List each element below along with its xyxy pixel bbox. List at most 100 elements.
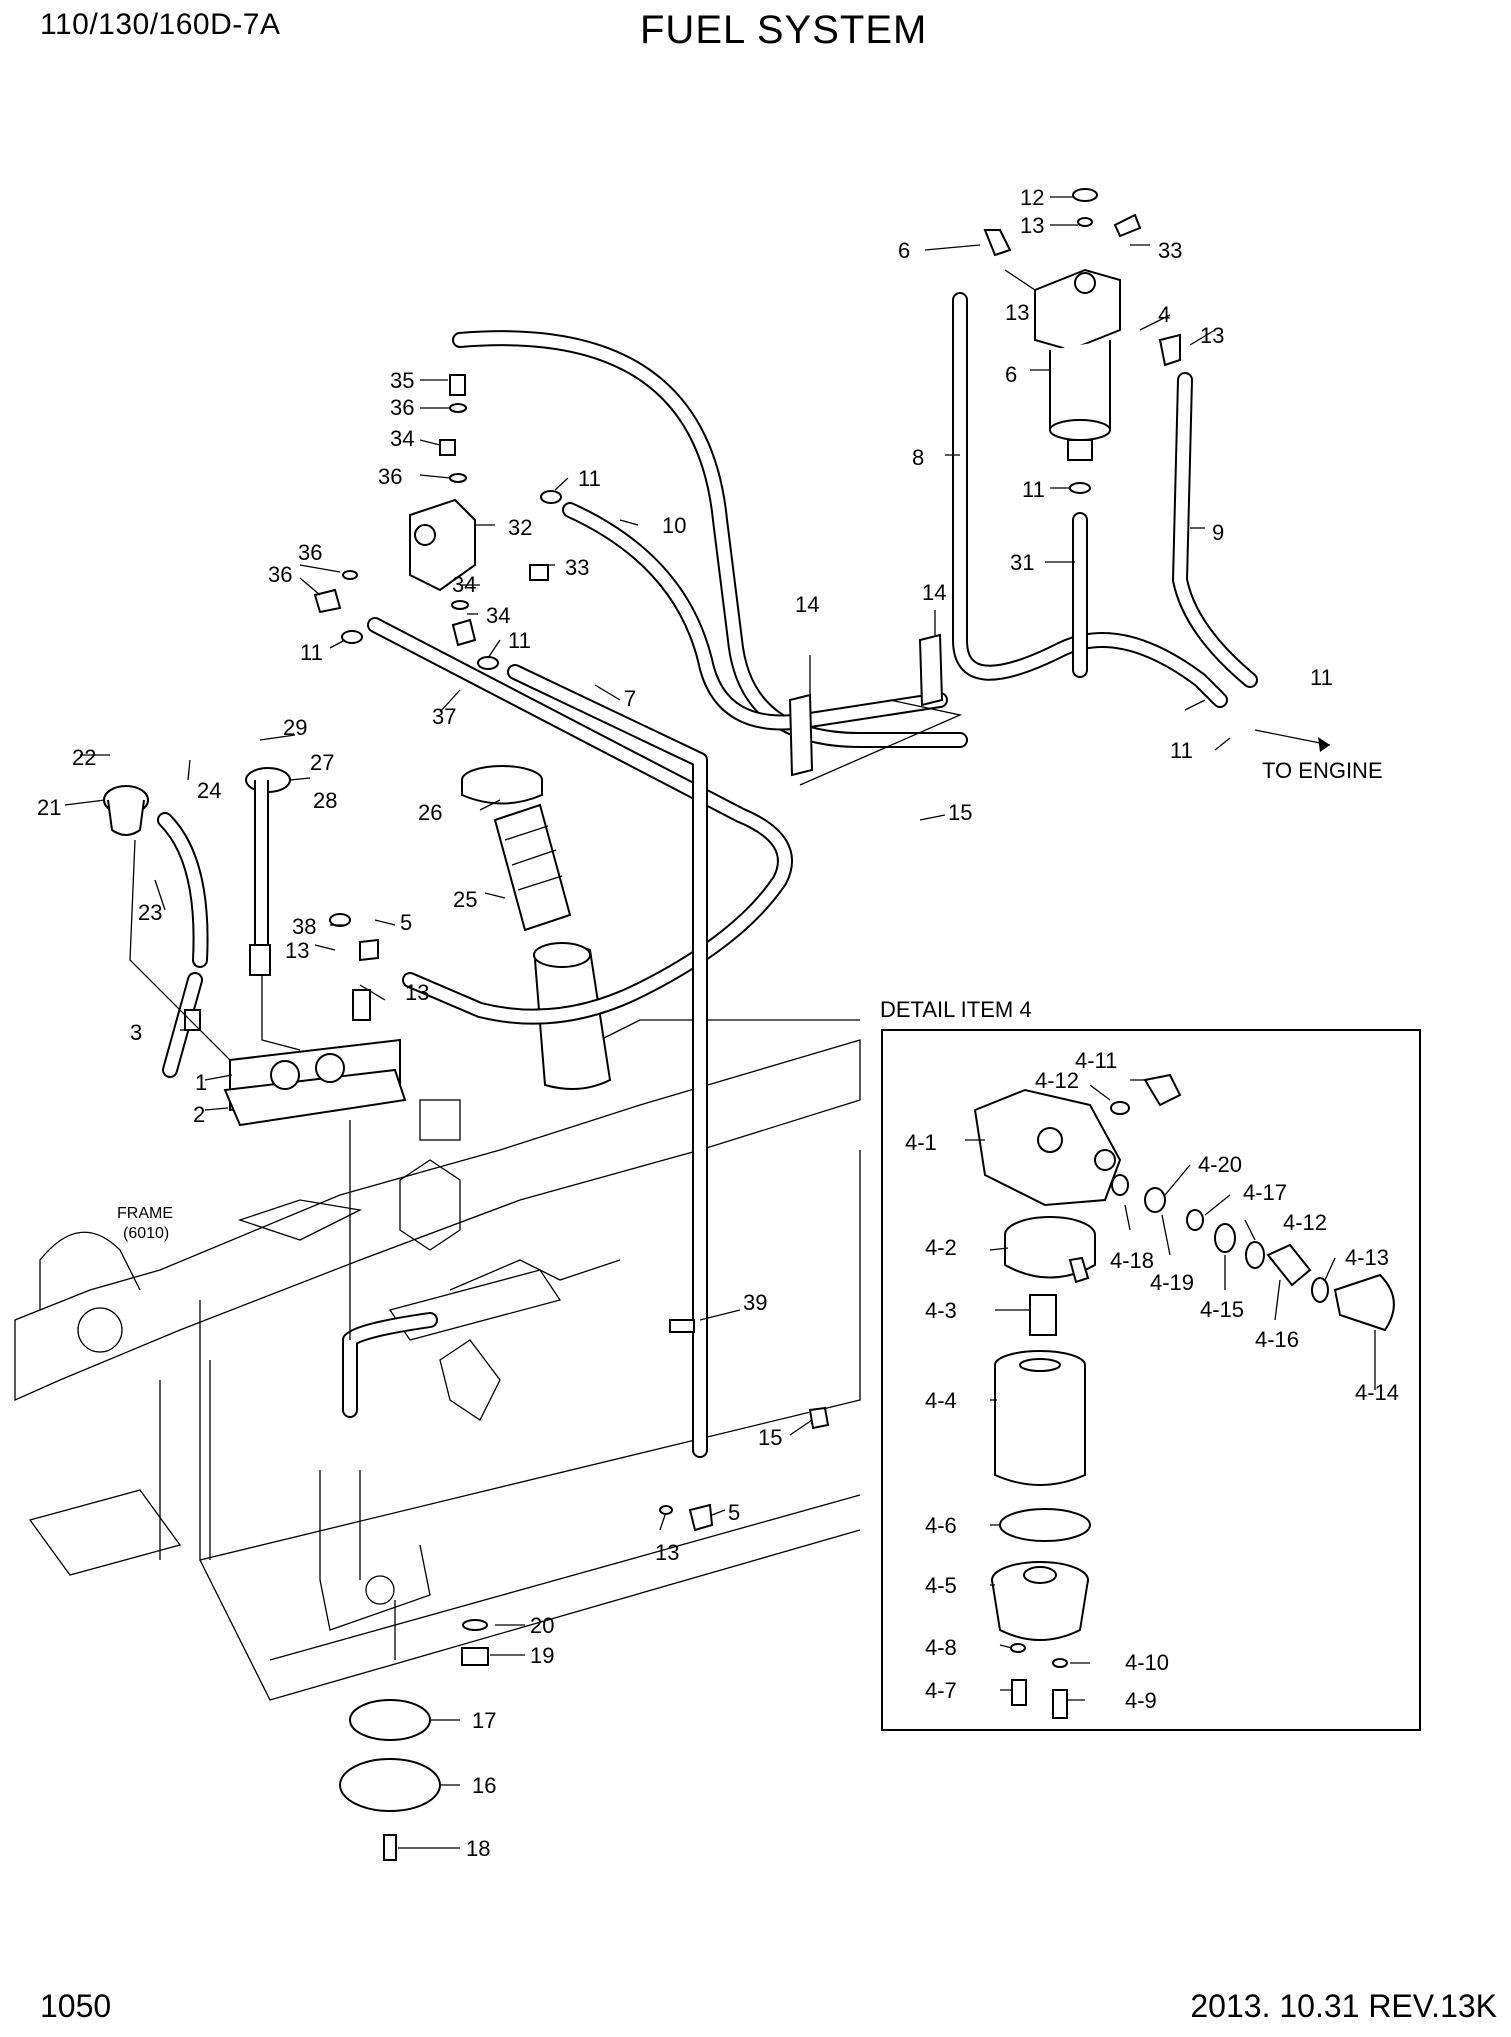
callout-18: 18 (466, 1836, 490, 1861)
callout-4: 4 (1158, 302, 1170, 327)
callout-11: 11 (1170, 738, 1193, 763)
frame-label: FRAME (117, 1205, 173, 1222)
callout-2: 2 (193, 1102, 205, 1127)
detail-callout-4-11: 4-11 (1075, 1048, 1117, 1073)
callout-35: 35 (390, 368, 414, 393)
callout-17: 17 (472, 1708, 496, 1733)
revision-date: 2013. 10.31 REV.13K (1190, 1988, 1497, 2024)
callout-33: 33 (565, 555, 589, 580)
page-number: 1050 (40, 1988, 112, 2024)
detail-callout-4-12: 4-12 (1283, 1210, 1327, 1235)
callout-15: 15 (758, 1425, 782, 1450)
detail-callout-4-12: 4-12 (1035, 1068, 1079, 1093)
arrow-head-icon (1318, 737, 1330, 752)
callout-9: 9 (1212, 520, 1224, 545)
detail-callout-4-19: 4-19 (1150, 1270, 1194, 1295)
callout-32: 32 (508, 515, 532, 540)
callout-13: 13 (1020, 213, 1044, 238)
detail-callout-4-17: 4-17 (1243, 1180, 1287, 1205)
callout-11: 11 (508, 628, 531, 653)
callout-11: 11 (300, 640, 323, 665)
callout-34: 34 (390, 426, 414, 451)
callout-13: 13 (1005, 300, 1029, 325)
detail-callout-4-4: 4-4 (925, 1388, 957, 1413)
callout-8: 8 (912, 445, 924, 470)
callout-27: 27 (310, 750, 334, 775)
callout-13: 13 (285, 938, 309, 963)
callout-23: 23 (138, 900, 162, 925)
detail-callout-4-7: 4-7 (925, 1678, 957, 1703)
callout-13: 13 (405, 980, 429, 1005)
detail-callout-4-10: 4-10 (1125, 1650, 1169, 1675)
callout-14: 14 (922, 580, 946, 605)
detail-callout-4-15: 4-15 (1200, 1297, 1244, 1322)
detail-callout-4-1: 4-1 (905, 1130, 937, 1155)
callout-11: 11 (578, 466, 601, 491)
callout-14: 14 (795, 592, 819, 617)
callout-13: 13 (655, 1540, 679, 1565)
detail-callout-4-13: 4-13 (1345, 1245, 1389, 1270)
callout-34: 34 (486, 603, 510, 628)
callout-7: 7 (624, 686, 636, 711)
callout-10: 10 (662, 513, 686, 538)
callout-36: 36 (268, 562, 292, 587)
callout-15: 15 (948, 800, 972, 825)
callout-19: 19 (530, 1643, 554, 1668)
callout-5: 5 (400, 910, 412, 935)
callout-11: 11 (1022, 477, 1045, 502)
callout-38: 38 (292, 914, 316, 939)
detail-callout-4-14: 4-14 (1355, 1380, 1399, 1405)
callout-3: 3 (130, 1020, 142, 1045)
callout-31: 31 (1010, 550, 1034, 575)
callout-36: 36 (298, 540, 322, 565)
detail-callout-4-18: 4-18 (1110, 1248, 1154, 1273)
callout-22: 22 (72, 745, 96, 770)
detail-item-4-title: DETAIL ITEM 4 (880, 997, 1032, 1022)
callout-39: 39 (743, 1290, 767, 1315)
detail-item-4 (881, 1029, 1421, 1731)
callout-25: 25 (453, 887, 477, 912)
callout-20: 20 (530, 1613, 554, 1638)
drain-parts (339, 1319, 830, 1861)
callout-26: 26 (418, 800, 442, 825)
detail-callout-4-16: 4-16 (1255, 1327, 1299, 1352)
frame-part-number: (6010) (123, 1225, 169, 1242)
detail-callout-4-9: 4-9 (1125, 1688, 1157, 1713)
callout-13: 13 (1200, 323, 1224, 348)
model-number: 110/130/160D-7A (40, 8, 281, 41)
page-title: FUEL SYSTEM (640, 8, 928, 52)
callout-11: 11 (1310, 665, 1333, 690)
fuel-tank-neck (461, 765, 612, 1090)
detail-callout-4-20: 4-20 (1198, 1152, 1242, 1177)
callout-37: 37 (432, 704, 456, 729)
callout-29: 29 (283, 715, 307, 740)
fuel-sender-assembly (103, 767, 407, 1340)
callout-6: 6 (1005, 362, 1017, 387)
detail-box (881, 1029, 1421, 1731)
callout-6: 6 (898, 238, 910, 263)
detail-callout-4-3: 4-3 (925, 1298, 957, 1323)
frame-structure (14, 1019, 861, 1701)
to-engine-arrow (1254, 729, 1331, 746)
fuel-lines (157, 292, 1258, 1458)
callout-12: 12 (1020, 185, 1044, 210)
detail-callout-4-6: 4-6 (925, 1513, 957, 1538)
callout-34: 34 (452, 572, 476, 597)
fuel-filter-assembly (983, 188, 1181, 494)
callout-36: 36 (378, 464, 402, 489)
pipe-brackets (788, 633, 963, 786)
callout-28: 28 (313, 788, 337, 813)
callout-5: 5 (728, 1500, 740, 1525)
shutoff-valve-assembly (313, 374, 562, 670)
callout-33: 33 (1158, 238, 1182, 263)
leader-lines (64, 196, 1231, 1849)
detail-callout-4-8: 4-8 (925, 1635, 957, 1660)
callout-16: 16 (472, 1773, 496, 1798)
to-engine-label: TO ENGINE (1262, 758, 1383, 783)
callout-21: 21 (37, 795, 61, 820)
callout-24: 24 (197, 778, 221, 803)
detail-callout-4-5: 4-5 (925, 1573, 957, 1598)
